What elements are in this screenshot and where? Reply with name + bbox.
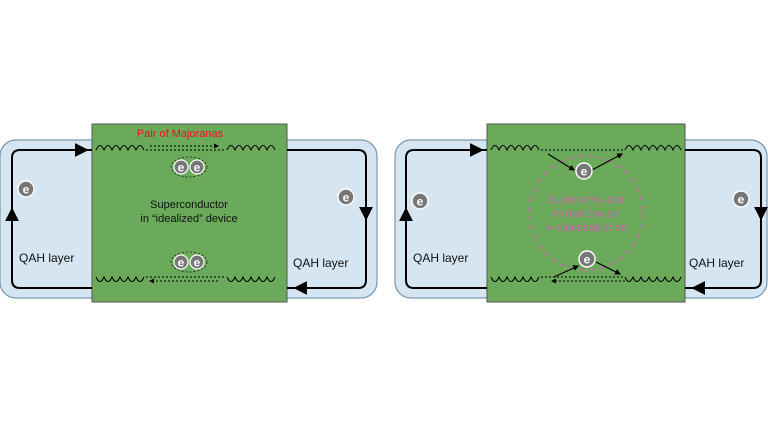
electron-icon: e [17, 180, 35, 198]
electron-icon: e [578, 250, 596, 268]
qah-layer-label-right: QAH layer [293, 256, 348, 270]
superconductor-label-1: Superconductor [547, 194, 625, 206]
superconductor [486, 123, 686, 303]
electrical-short-label: ⇒ electrical short [544, 222, 627, 234]
electron-icon: e [189, 159, 205, 175]
edge-current [4, 143, 373, 295]
electron-icon: e [173, 159, 189, 175]
superconductor-label-2: in real device [554, 208, 619, 220]
svg-text:e: e [23, 183, 30, 197]
electron-icon: e [337, 188, 355, 206]
electron-icon: e [173, 254, 189, 270]
electron-icon: e [575, 162, 593, 180]
qah-layer-label-left: QAH layer [413, 251, 468, 265]
superconductor-label-2: in “idealized” device [140, 213, 237, 225]
electron-icon: e [411, 192, 429, 210]
real-device-panel: e e Superconductor in real device ⇒ elec… [394, 123, 768, 303]
svg-text:e: e [194, 161, 201, 175]
svg-text:e: e [417, 195, 424, 209]
svg-text:e: e [343, 191, 350, 205]
majorana-edge-top [95, 143, 276, 152]
electron-icon: e [189, 254, 205, 270]
svg-text:e: e [581, 165, 588, 179]
superconductor-label-1: Superconductor [150, 199, 228, 211]
majorana-edge-bottom [95, 275, 276, 284]
cooper-pair-top: e e [170, 156, 208, 178]
svg-text:e: e [584, 253, 591, 267]
qah-layer-label-left: QAH layer [19, 251, 74, 265]
svg-text:e: e [194, 256, 201, 270]
electron-icon: e [732, 190, 750, 208]
short-circuit-arrows [547, 153, 624, 278]
qah-layer-label-right: QAH layer [689, 256, 744, 270]
svg-text:e: e [178, 161, 185, 175]
short-circuit-loop [528, 155, 644, 271]
majorana-edge-top [490, 145, 682, 152]
cooper-pair-bottom: e e [170, 251, 208, 273]
idealized-device-panel: Pair of Majoranas e e e e [0, 123, 378, 303]
edge-current [399, 143, 768, 295]
svg-text:e: e [178, 256, 185, 270]
svg-text:e: e [738, 193, 745, 207]
majorana-label: Pair of Majoranas [137, 128, 224, 140]
